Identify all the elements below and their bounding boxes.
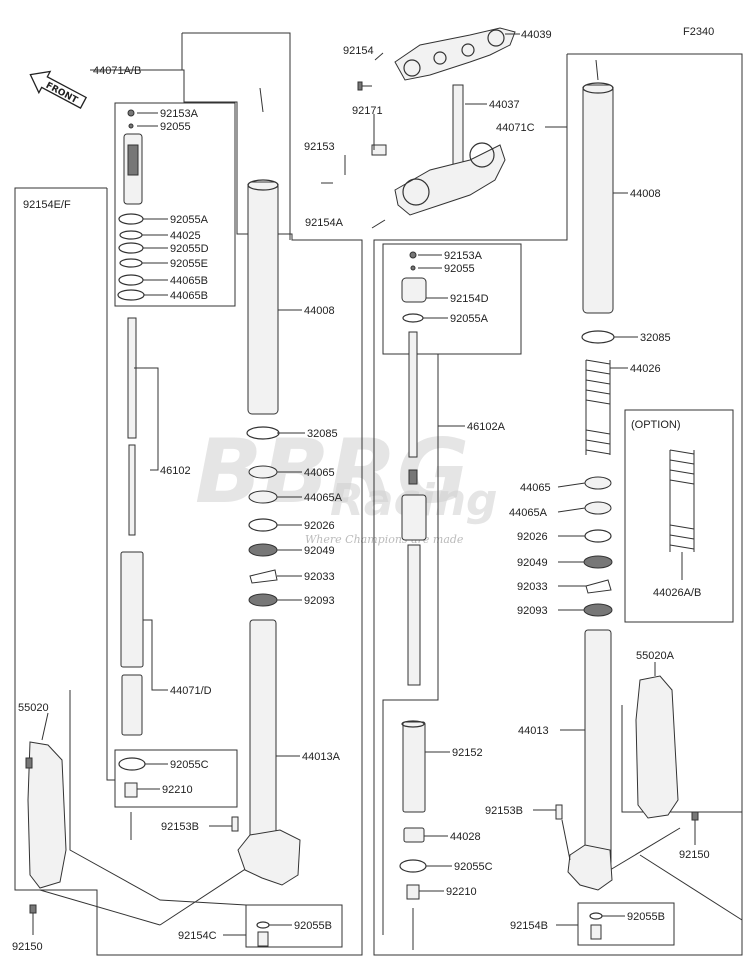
right-fork-tubes	[555, 59, 615, 940]
callout-44026: 44026	[630, 363, 661, 375]
callout-92055-left: 92055	[160, 121, 191, 133]
callout-46102a: 46102A	[467, 421, 506, 433]
watermark: BBRG Racing Where Champions are made	[195, 420, 498, 546]
callout-92093-right: 92093	[517, 605, 548, 617]
callout-92150-left: 92150	[12, 941, 43, 953]
callout-92152: 92152	[452, 747, 483, 759]
callout-44065a-left: 44065A	[304, 492, 343, 504]
callout-44065a-right: 44065A	[509, 507, 548, 519]
callout-92055c-left: 92055C	[170, 759, 209, 771]
callout-92210-left: 92210	[162, 784, 193, 796]
right-guard	[635, 675, 699, 821]
callout-44065-left: 44065	[304, 467, 335, 479]
callout-92153b-left: 92153B	[161, 821, 199, 833]
callout-44039: 44039	[521, 29, 552, 41]
group-outlines	[14, 32, 743, 956]
callout-92093-left: 92093	[304, 595, 335, 607]
callout-92154b: 92154B	[510, 920, 548, 932]
callout-92153a-left: 92153A	[160, 108, 199, 120]
leader-lines	[32, 33, 696, 936]
callout-92049-left: 92049	[304, 545, 335, 557]
callout-92055e: 92055E	[170, 258, 208, 270]
callout-44071d: 44071/D	[170, 685, 212, 697]
callout-44025: 44025	[170, 230, 201, 242]
callout-92150-right: 92150	[679, 849, 710, 861]
callout-92153: 92153	[304, 141, 335, 153]
callout-92055-right: 92055	[444, 263, 475, 275]
callout-92154d: 92154D	[450, 293, 489, 305]
callout-92154a: 92154A	[305, 217, 344, 229]
callout-44071c: 44071C	[496, 122, 535, 134]
callout-44028: 44028	[450, 831, 481, 843]
callout-92210-right: 92210	[446, 886, 477, 898]
callout-44026ab: 44026A/B	[653, 587, 701, 599]
callout-44013a: 44013A	[302, 751, 341, 763]
callout-44071ab: 44071A/B	[93, 65, 141, 77]
callout-44037: 44037	[489, 99, 520, 111]
callout-44065-right: 44065	[520, 482, 551, 494]
right-cartridge	[399, 251, 427, 950]
callout-labels: 92154 44039 44071A/B 92171 44037 92153A …	[12, 29, 710, 953]
callout-92033-left: 92033	[304, 571, 335, 583]
callout-46102: 46102	[160, 465, 191, 477]
callout-32085-left: 32085	[307, 428, 338, 440]
callout-44065b-2: 44065B	[170, 290, 208, 302]
callout-92055b-left: 92055B	[294, 920, 332, 932]
callout-92055d: 92055D	[170, 243, 209, 255]
callout-44065b-1: 44065B	[170, 275, 208, 287]
callout-92154ef: 92154E/F	[23, 199, 71, 211]
callout-92055a-right: 92055A	[450, 313, 489, 325]
callout-92026-right: 92026	[517, 531, 548, 543]
left-fork-tubes	[231, 87, 301, 947]
option-label: (OPTION)	[631, 419, 681, 431]
callout-92154c: 92154C	[178, 930, 217, 942]
callout-55020a: 55020A	[636, 650, 675, 662]
callout-92055c-right: 92055C	[454, 861, 493, 873]
callout-92055a-left: 92055A	[170, 214, 209, 226]
option-spring	[669, 449, 695, 552]
callout-44008-left: 44008	[304, 305, 335, 317]
callout-92049-right: 92049	[517, 557, 548, 569]
callout-32085-right: 32085	[640, 332, 671, 344]
figure-code: F2340	[683, 26, 714, 38]
callout-92171: 92171	[352, 105, 383, 117]
front-arrow: FRONT	[29, 70, 88, 109]
callout-92154: 92154	[343, 45, 374, 57]
callout-44008-right: 44008	[630, 188, 661, 200]
triple-clamp	[321, 27, 516, 229]
callout-92055b-right: 92055B	[627, 911, 665, 923]
left-guard	[25, 741, 67, 914]
callout-44013: 44013	[518, 725, 549, 737]
callout-92153a-right: 92153A	[444, 250, 483, 262]
left-fork-parts	[117, 109, 146, 840]
callout-92033-right: 92033	[517, 581, 548, 593]
callout-55020: 55020	[18, 702, 49, 714]
callout-92026-left: 92026	[304, 520, 335, 532]
callout-92153b-right: 92153B	[485, 805, 523, 817]
